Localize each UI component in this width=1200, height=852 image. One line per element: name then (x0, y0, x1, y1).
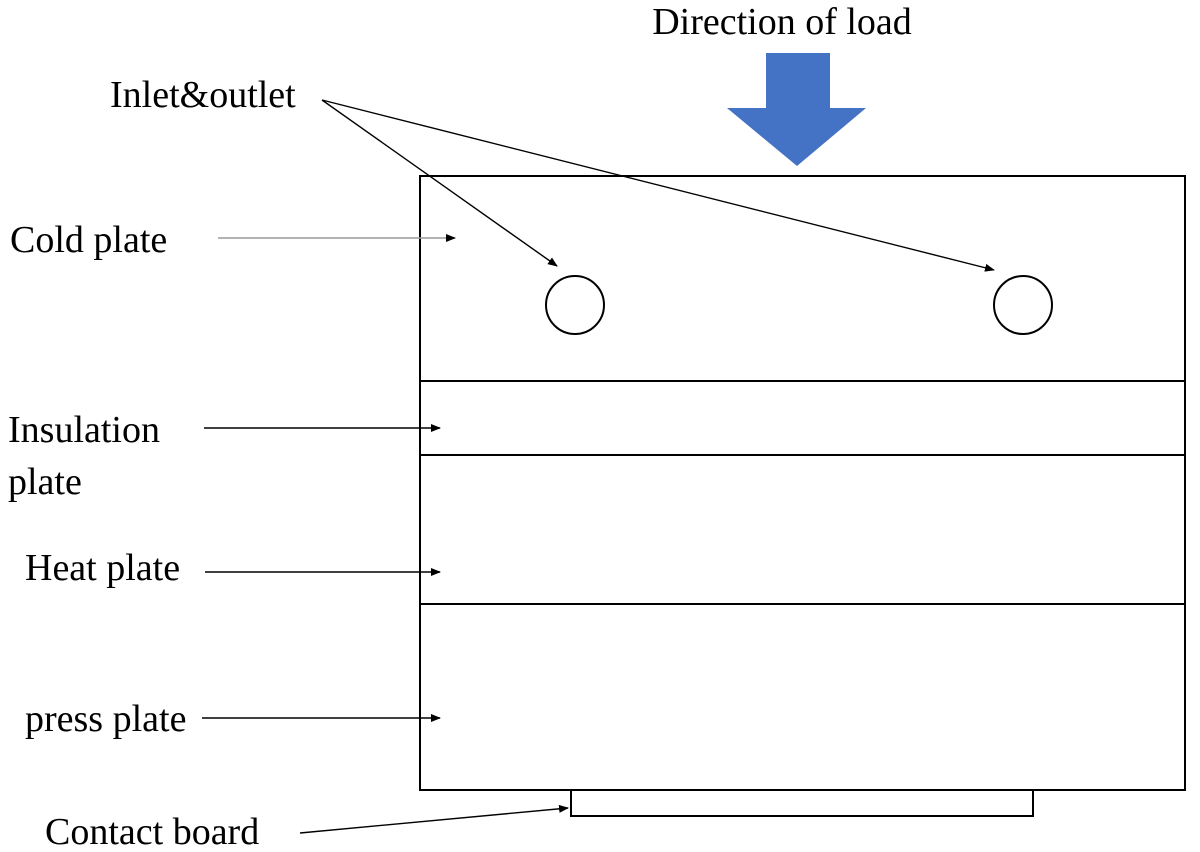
contact-board-label: Contact board (45, 811, 259, 852)
insulation-plate-label-line2: plate (8, 461, 82, 503)
contact-board (570, 789, 1034, 817)
inlet-leader-arrow (321, 99, 558, 267)
plate-stack-outline (419, 175, 1186, 791)
cold-plate-label: Cold plate (10, 219, 167, 261)
inlet-port (545, 275, 605, 335)
inlet-outlet-label: Inlet&outlet (110, 74, 296, 116)
press-plate-label: press plate (25, 698, 186, 740)
load-direction-arrow-icon (727, 53, 866, 166)
contact-board-leader-arrow (299, 804, 569, 834)
outlet-port (993, 275, 1053, 335)
heat-plate-label: Heat plate (25, 547, 180, 589)
outlet-leader-arrow (321, 99, 995, 272)
insulation-plate-label-line1: Insulation (8, 409, 160, 451)
direction-of-load-label: Direction of load (652, 1, 912, 43)
